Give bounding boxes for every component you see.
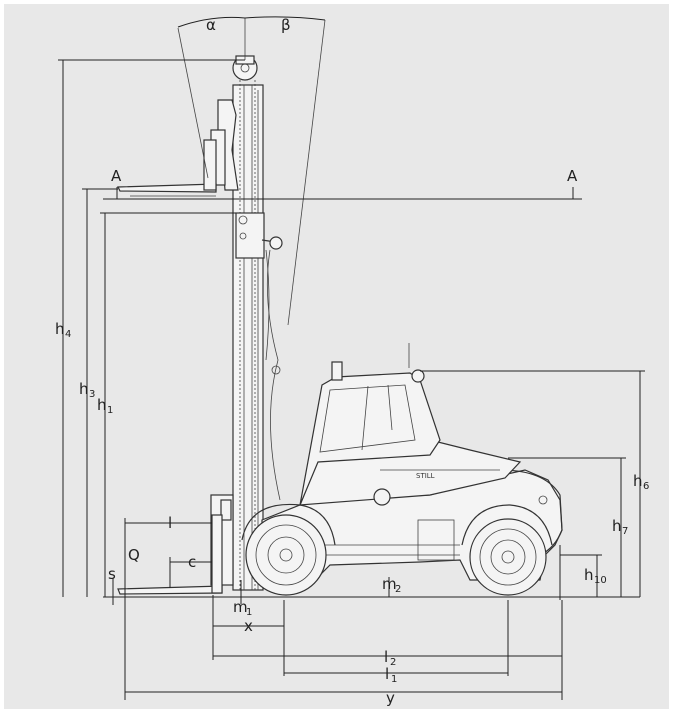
label-m2: m <box>382 575 397 593</box>
label-h6-sub: 6 <box>643 481 649 492</box>
label-h10-sub: 10 <box>594 575 607 586</box>
label-s: s <box>108 565 116 583</box>
mast <box>210 55 283 591</box>
label-l1-sub: 1 <box>391 674 397 685</box>
diagram-panel <box>4 4 669 709</box>
rear-wheel <box>461 504 553 596</box>
label-h4-sub: 4 <box>65 329 71 340</box>
label-h3-sub: 3 <box>89 389 95 400</box>
label-m1: m <box>233 598 248 616</box>
forks-lowered <box>117 514 223 595</box>
label-h10: h <box>584 566 594 584</box>
label-y: y <box>386 689 395 707</box>
tilt-angle-lines <box>177 16 326 326</box>
brand-text: STILL <box>416 472 435 480</box>
label-m2-sub: 2 <box>395 584 401 595</box>
label-q: Q <box>128 546 140 564</box>
label-x: x <box>244 617 253 635</box>
label-alpha: α <box>206 16 216 34</box>
label-l1: l <box>385 665 389 683</box>
front-wheel <box>241 503 336 596</box>
label-h7-sub: 7 <box>622 526 628 537</box>
label-h3: h <box>79 380 89 398</box>
label-m1-sub: 1 <box>246 607 252 618</box>
label-a-left: A <box>111 167 122 185</box>
label-c: c <box>188 553 196 571</box>
label-l2: l <box>384 648 388 666</box>
label-h4: h <box>55 320 65 338</box>
label-h1: h <box>97 396 107 414</box>
label-h7: h <box>612 517 622 535</box>
label-h6: h <box>633 472 643 490</box>
forks-raised <box>117 139 217 197</box>
label-l2-sub: 2 <box>390 657 396 668</box>
label-a-right: A <box>567 167 578 185</box>
label-h1-sub: 1 <box>107 405 113 416</box>
label-beta: β <box>281 16 291 34</box>
label-l: l <box>168 514 172 532</box>
